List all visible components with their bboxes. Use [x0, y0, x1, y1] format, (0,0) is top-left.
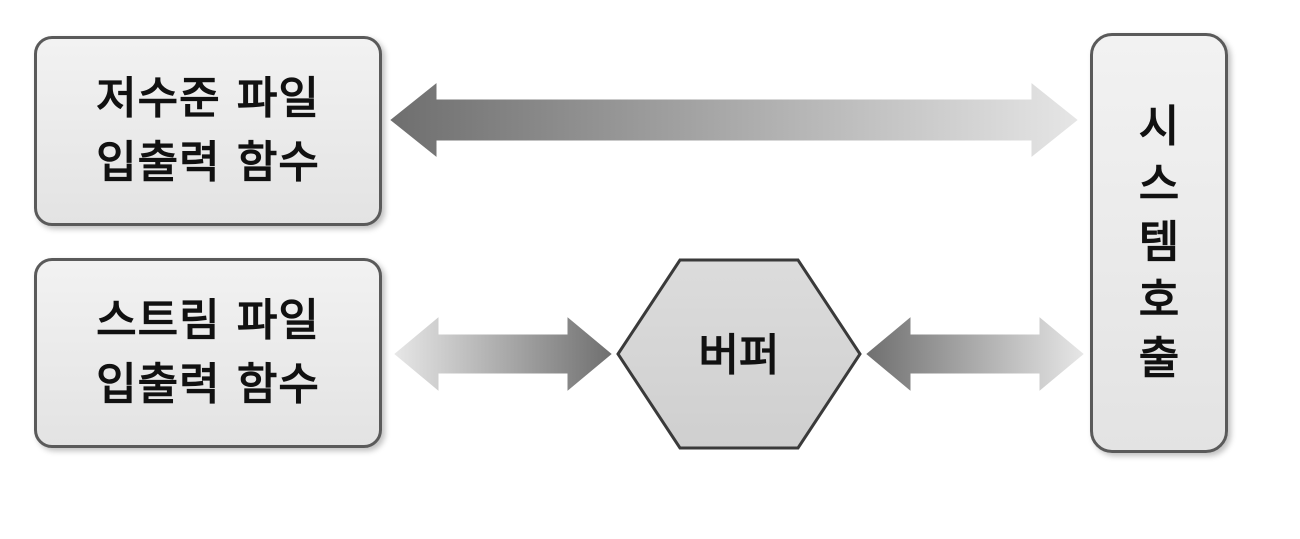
right-double-arrow — [861, 310, 1089, 398]
stream-file-io-box: 스트림 파일 입출력 함수 — [34, 258, 382, 448]
buffer-label: 버퍼 — [699, 330, 780, 381]
system-call-char-3: 템 — [1138, 217, 1180, 268]
stream-file-io-label: 스트림 파일 입출력 함수 — [96, 295, 320, 410]
system-call-char-1: 시 — [1138, 101, 1180, 152]
low-level-file-io-box: 저수준 파일 입출력 함수 — [34, 36, 382, 226]
top-double-arrow — [385, 76, 1083, 164]
low-level-file-io-label: 저수준 파일 입출력 함수 — [96, 73, 320, 188]
system-call-box: 시 스 템 호 출 — [1090, 33, 1228, 453]
system-call-char-4: 호 — [1138, 275, 1180, 326]
left-double-arrow — [389, 310, 617, 398]
system-call-char-5: 출 — [1138, 333, 1180, 384]
system-call-char-2: 스 — [1138, 159, 1180, 210]
buffer-hexagon — [616, 258, 862, 450]
system-call-label: 시 스 템 호 출 — [1139, 98, 1179, 388]
